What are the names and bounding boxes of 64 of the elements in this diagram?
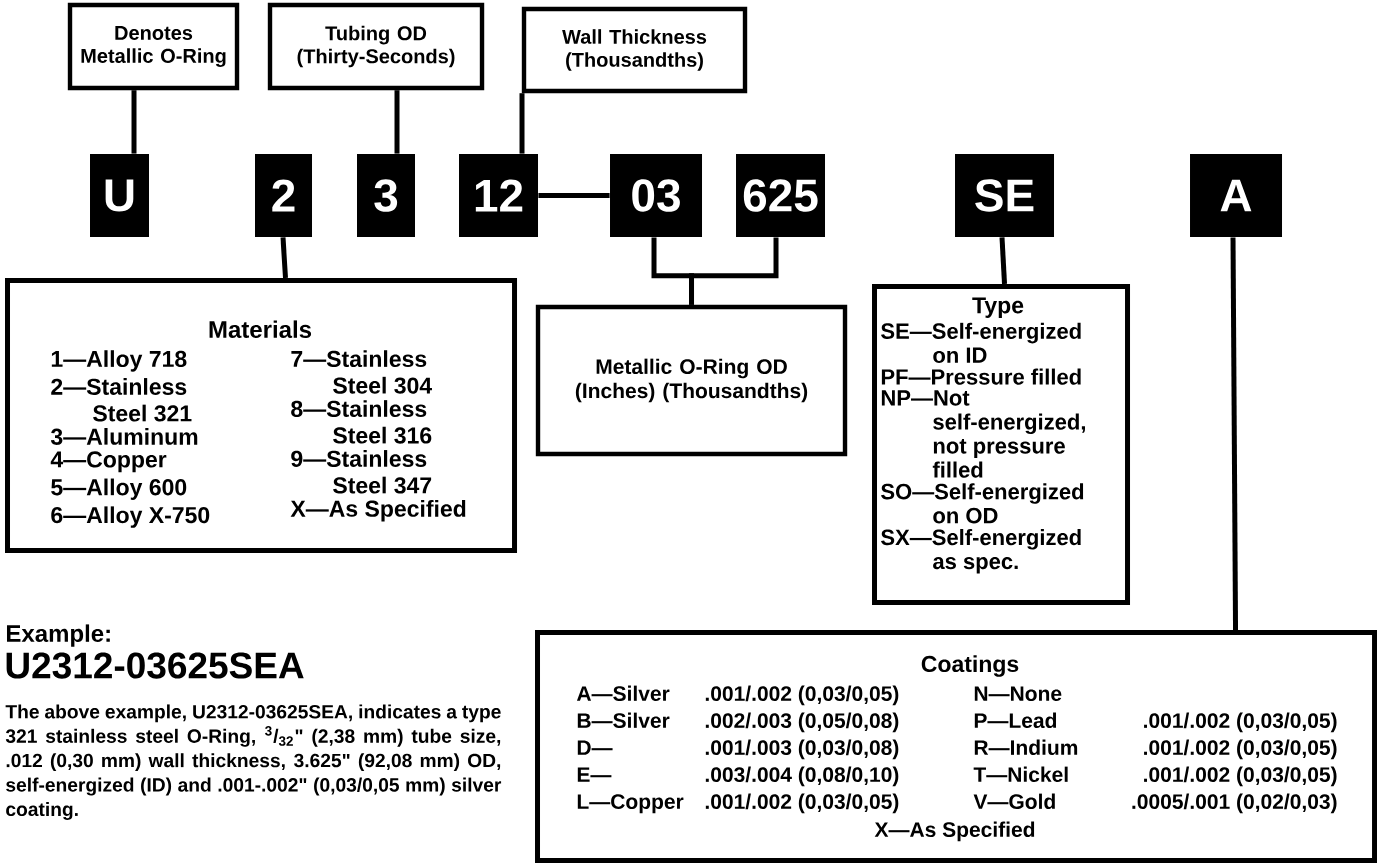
- connector-line: [689, 237, 779, 305]
- list-entry: SX—Self-energized as spec.: [881, 529, 1081, 574]
- key-box: [872, 284, 1130, 605]
- coating-entry: V—Gold: [973, 793, 1055, 810]
- list-entry: 3—Aluminum: [50, 428, 198, 445]
- list-entry: SE—Self-energized on ID: [881, 322, 1081, 363]
- coating-entry: P—Lead: [974, 712, 1057, 729]
- list-entry: X—As Specified: [290, 500, 466, 522]
- code-block: 625: [736, 154, 825, 237]
- coating-entry: .001/.002 (0,03/0,05): [1144, 739, 1337, 760]
- example-paragraph: The above example, U2312-03625SEA, indicates a type 321 stainless steel O-Ring, $^{3}$/$_{32}$" (2,38 mm) tube size, .012 (0,30 mm) wall thickness, 3.625" (92,08 mm) OD, self-energized (ID) and .001-.002" (0,03/0,05 mm) silver coating.: [5, 704, 502, 820]
- coating-entry: .003/.004 (0,08/0,10): [705, 766, 899, 787]
- list-entry: 4—Copper: [50, 451, 167, 473]
- coating-entry: B—Silver: [577, 712, 670, 729]
- list-heading: Type: [972, 297, 1024, 318]
- connector-line: [999, 237, 1007, 285]
- list-entry: NP—Not self-energized, not pressure filled: [881, 390, 1085, 478]
- coating-entry: X—As Specified: [874, 821, 1035, 842]
- code-block: 2: [255, 154, 312, 237]
- list-entry: 1—Alloy 718: [51, 350, 187, 372]
- coating-entry: .001/.002 (0,03/0,05): [705, 793, 899, 814]
- code-block: 3: [357, 154, 415, 237]
- connector-line: [394, 90, 400, 154]
- list-entry: 5—Alloy 600: [51, 478, 187, 500]
- coating-entry: N—None: [974, 686, 1062, 702]
- code-block: 03: [610, 154, 702, 237]
- connector-line: [280, 237, 288, 279]
- part-number: U2312-03625SEA: [6, 652, 304, 679]
- callout-box: Tubing OD (Thirty-Seconds): [267, 2, 485, 91]
- list-heading: Coatings: [921, 655, 1019, 677]
- coating-entry: T—Nickel: [973, 766, 1068, 783]
- list-entry: 9—Stainless Steel 347: [291, 450, 432, 494]
- connector-line: [538, 193, 610, 198]
- coating-entry: E—: [577, 767, 612, 782]
- coating-entry: D—: [577, 740, 613, 755]
- coating-entry: .001/.003 (0,03/0,08): [705, 739, 899, 760]
- list-entry: 6—Alloy X-750: [51, 506, 210, 528]
- list-heading: Materials: [209, 320, 312, 339]
- list-entry: 8—Stainless Steel 316: [291, 400, 432, 444]
- connector-line: [131, 90, 137, 154]
- list-entry: 2—Stainless Steel 321: [51, 378, 192, 422]
- coating-entry: .001/.002 (0,03/0,05): [1144, 766, 1337, 787]
- coating-entry: .0005/.001 (0,02/0,03): [1132, 793, 1337, 814]
- callout-box: Wall Thickness (Thousandths): [521, 6, 748, 94]
- coating-entry: R—Indium: [974, 739, 1078, 756]
- coating-entry: .001/.002 (0,03/0,05): [705, 685, 899, 706]
- callout-box: Metallic O-Ring OD (Inches) (Thousandths): [535, 304, 848, 457]
- callout-box: Denotes Metallic O-Ring: [67, 2, 240, 91]
- coating-entry: .002/.003 (0,05/0,08): [705, 712, 899, 733]
- code-block: SE: [955, 154, 1054, 237]
- coating-entry: .001/.002 (0,03/0,05): [1144, 712, 1337, 733]
- example-heading: Example:: [7, 624, 110, 647]
- key-box: [535, 630, 1377, 863]
- coating-entry: A—Silver: [576, 685, 670, 702]
- connector-line: [1230, 237, 1239, 631]
- list-entry: SO—Self-energized on OD: [881, 483, 1084, 524]
- code-block: U: [90, 154, 149, 237]
- code-block: 12: [459, 154, 538, 237]
- list-entry: 7—Stainless Steel 304: [291, 350, 432, 394]
- connector-line: [519, 93, 525, 154]
- code-block: A: [1190, 154, 1282, 237]
- key-box: [5, 278, 517, 553]
- coating-entry: L—Copper: [577, 794, 684, 814]
- list-entry: PF—Pressure filled: [881, 368, 1081, 385]
